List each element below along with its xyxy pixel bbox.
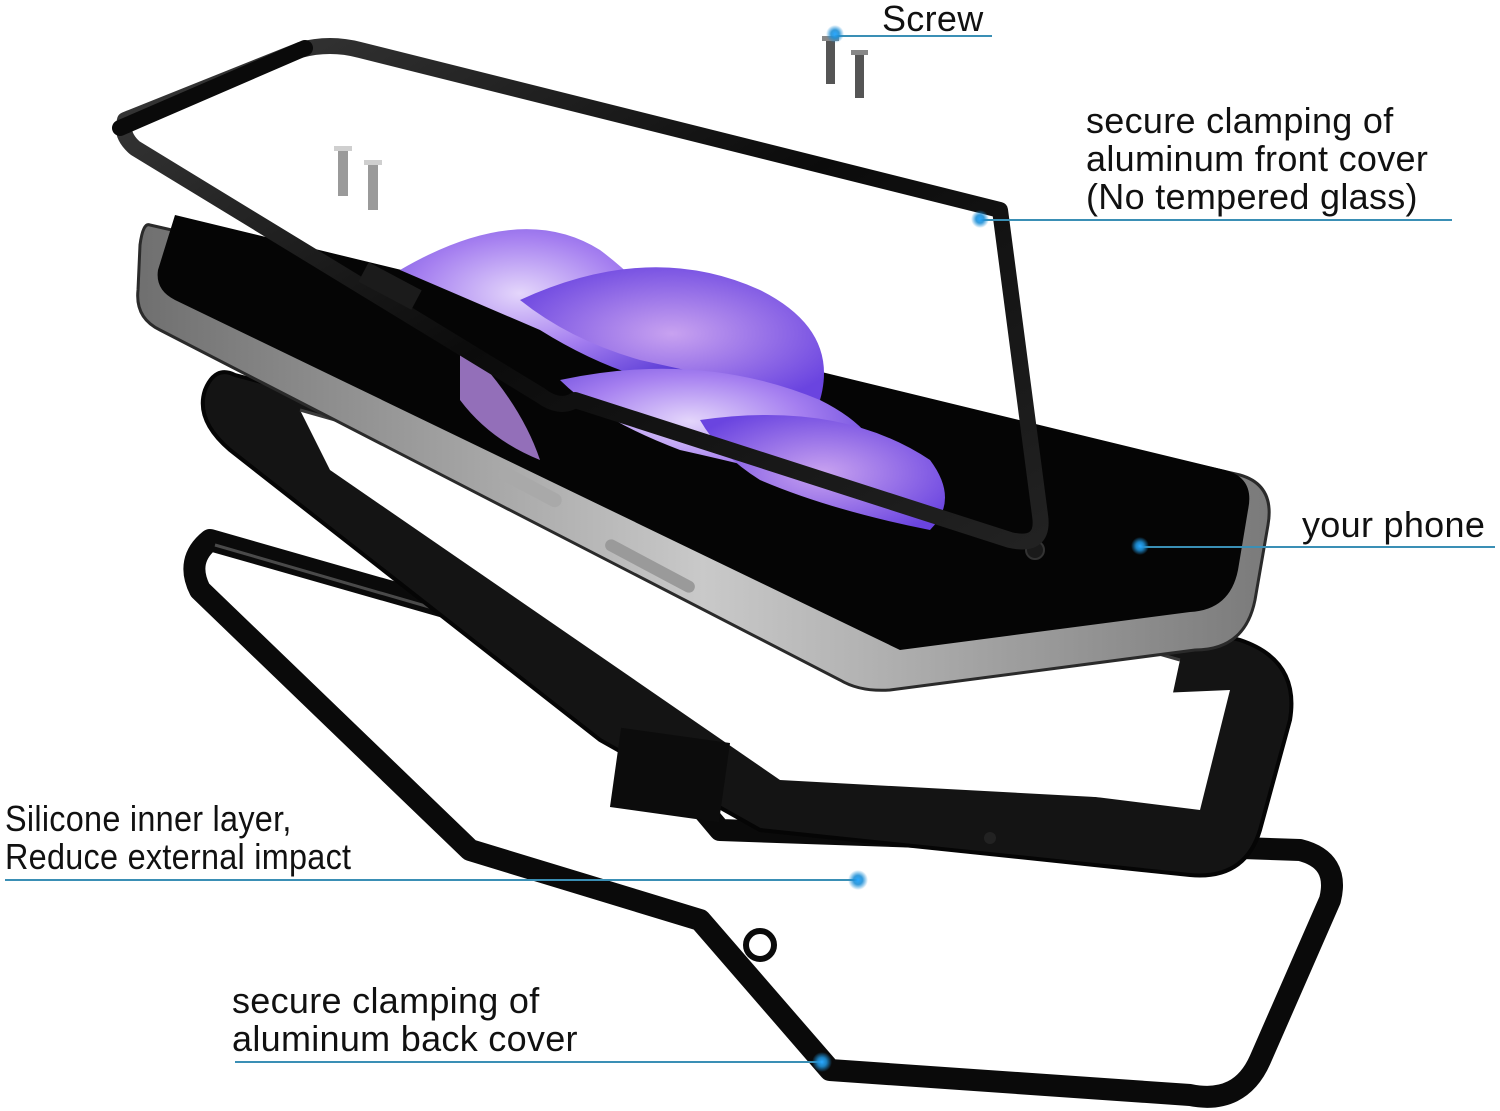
callout-screw-text: Screw — [882, 0, 984, 39]
callout-back-cover-line-2: aluminum back cover — [232, 1018, 578, 1059]
callout-screw: Screw — [882, 0, 984, 38]
callout-phone-text: your phone — [1302, 504, 1486, 545]
callout-front-cover-line-3: (No tempered glass) — [1086, 176, 1418, 217]
callout-silicone-line-1: Silicone inner layer, — [5, 798, 292, 839]
callout-phone: your phone — [1302, 506, 1485, 544]
screws-near-frame — [334, 146, 382, 210]
callout-dots — [812, 25, 1149, 1072]
callout-back-cover-line-1: secure clamping of — [232, 980, 540, 1021]
callout-front-cover: secure clamping of aluminum front cover … — [1086, 102, 1428, 216]
callout-back-cover: secure clamping of aluminum back cover — [232, 982, 578, 1058]
callout-silicone-layer: Silicone inner layer, Reduce external im… — [5, 800, 351, 876]
callout-front-cover-line-1: secure clamping of — [1086, 100, 1394, 141]
callout-silicone-line-2: Reduce external impact — [5, 836, 352, 877]
front-cover-frame — [112, 38, 1049, 550]
callout-front-cover-line-2: aluminum front cover — [1086, 138, 1429, 179]
callout-lines — [5, 35, 1495, 1063]
screws-labeled — [822, 36, 868, 98]
